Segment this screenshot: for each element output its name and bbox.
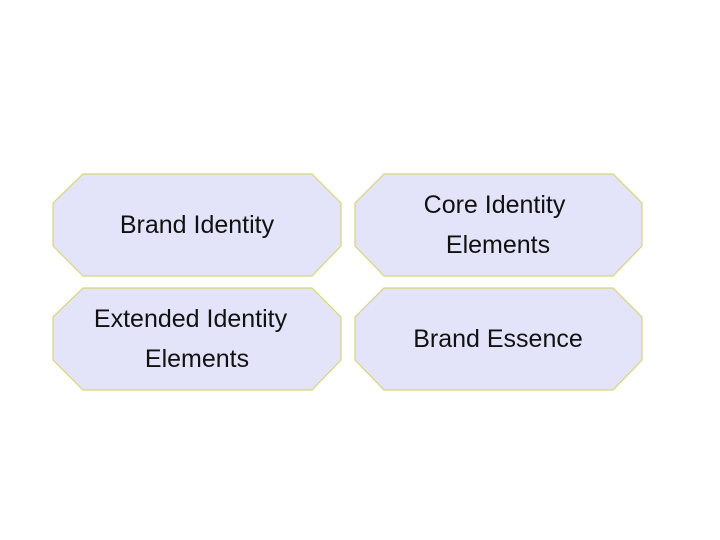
box-brand-essence-label: Brand Essence: [413, 325, 583, 353]
box-brand-identity: Brand Identity: [52, 173, 342, 277]
box-core-identity-elements-line-1: Core Identity: [424, 191, 566, 219]
box-core-identity-elements-shape: [354, 173, 643, 277]
box-core-identity-elements-label: Core Identity Elements: [424, 191, 573, 259]
box-extended-identity-elements-shape: [52, 287, 342, 391]
box-brand-identity-shape: [52, 173, 342, 277]
box-brand-essence: Brand Essence: [354, 287, 643, 391]
box-core-identity-elements: Core Identity Elements: [354, 173, 643, 277]
box-extended-identity-elements-line-2: Elements: [145, 345, 249, 373]
box-extended-identity-elements-label: Extended Identity Elements: [94, 305, 294, 373]
box-core-identity-elements-line-2: Elements: [446, 231, 550, 259]
box-brand-essence-line-1: Brand Essence: [413, 325, 583, 353]
box-extended-identity-elements: Extended Identity Elements: [52, 287, 342, 391]
box-brand-essence-shape: [354, 287, 643, 391]
box-extended-identity-elements-line-1: Extended Identity: [94, 305, 288, 333]
box-brand-identity-label: Brand Identity: [120, 211, 275, 239]
box-brand-identity-line-1: Brand Identity: [120, 211, 275, 239]
